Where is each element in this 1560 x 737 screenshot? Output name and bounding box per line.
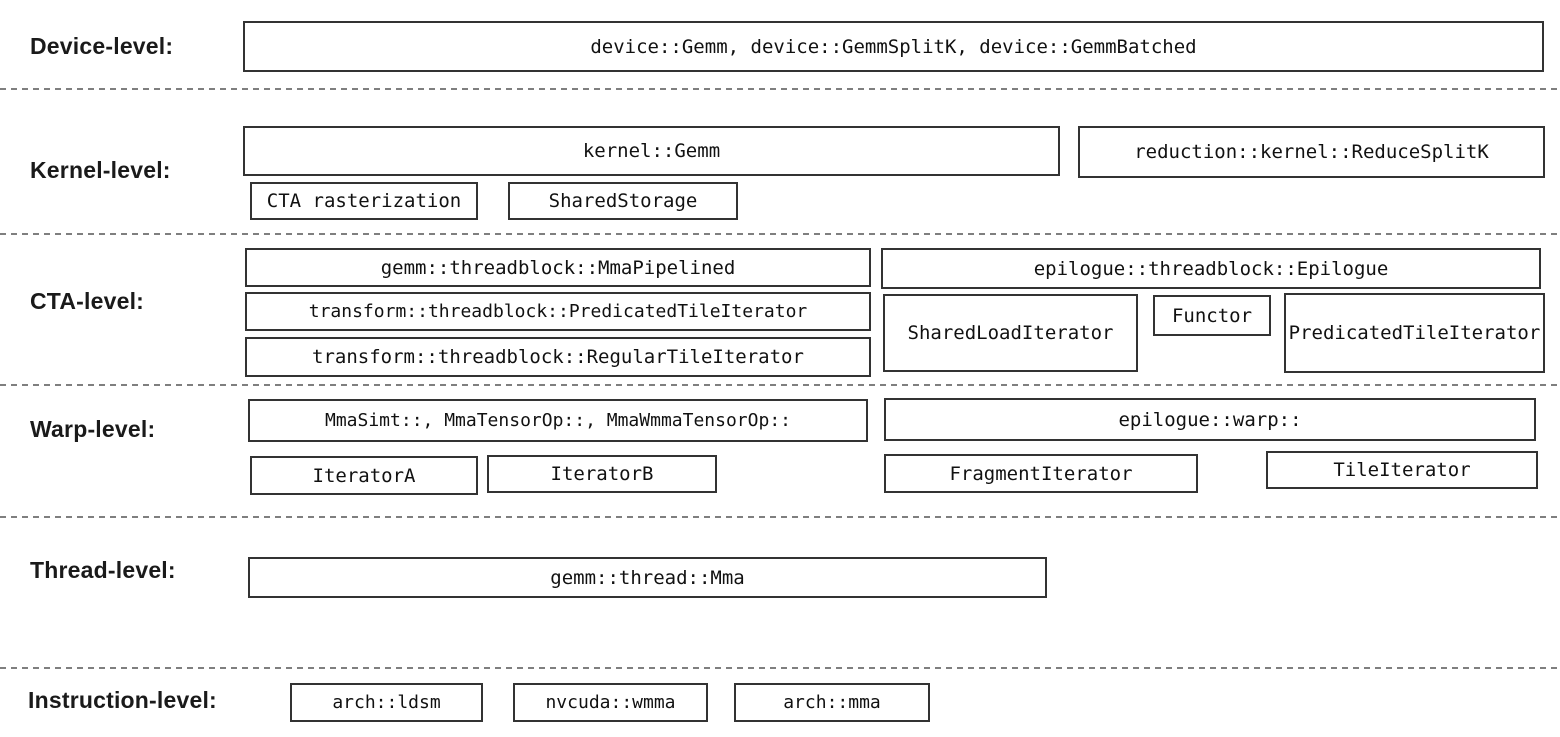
level-label-device: Device-level:	[30, 33, 174, 59]
box-transform-predicated-tile-iterator: transform::threadblock::PredicatedTileIt…	[245, 292, 871, 331]
box-transform-regular-tile-iterator: transform::threadblock::RegularTileItera…	[245, 337, 871, 377]
box-mma-pipelined: gemm::threadblock::MmaPipelined	[245, 248, 871, 287]
box-tile-iterator: TileIterator	[1266, 451, 1538, 489]
box-reduce-splitk: reduction::kernel::ReduceSplitK	[1078, 126, 1545, 178]
level-separator	[0, 233, 1560, 235]
level-label-kernel: Kernel-level:	[30, 157, 171, 183]
box-arch-mma: arch::mma	[734, 683, 930, 722]
box-shared-storage: SharedStorage	[508, 182, 738, 220]
box-arch-ldsm: arch::ldsm	[290, 683, 483, 722]
level-separator	[0, 384, 1560, 386]
box-cta-rasterization: CTA rasterization	[250, 182, 478, 220]
level-label-instruction: Instruction-level:	[28, 687, 217, 713]
box-predicated-tile-iterator: PredicatedTileIterator	[1284, 293, 1545, 373]
level-label-warp: Warp-level:	[30, 416, 156, 442]
box-kernel-gemm: kernel::Gemm	[243, 126, 1060, 176]
level-separator	[0, 88, 1560, 90]
level-separator	[0, 667, 1560, 669]
level-label-thread: Thread-level:	[30, 557, 176, 583]
box-warp-mma: MmaSimt::, MmaTensorOp::, MmaWmmaTensorO…	[248, 399, 868, 442]
box-functor: Functor	[1153, 295, 1271, 336]
level-separator	[0, 516, 1560, 518]
box-iterator-a: IteratorA	[250, 456, 478, 495]
box-epilogue-warp: epilogue::warp::	[884, 398, 1536, 441]
box-iterator-b: IteratorB	[487, 455, 717, 493]
box-thread-mma: gemm::thread::Mma	[248, 557, 1047, 598]
box-fragment-iterator: FragmentIterator	[884, 454, 1198, 493]
box-epilogue-threadblock: epilogue::threadblock::Epilogue	[881, 248, 1541, 289]
box-nvcuda-wmma: nvcuda::wmma	[513, 683, 708, 722]
level-label-cta: CTA-level:	[30, 288, 145, 314]
box-shared-load-iterator: SharedLoadIterator	[883, 294, 1138, 372]
box-device-gemm: device::Gemm, device::GemmSplitK, device…	[243, 21, 1544, 72]
